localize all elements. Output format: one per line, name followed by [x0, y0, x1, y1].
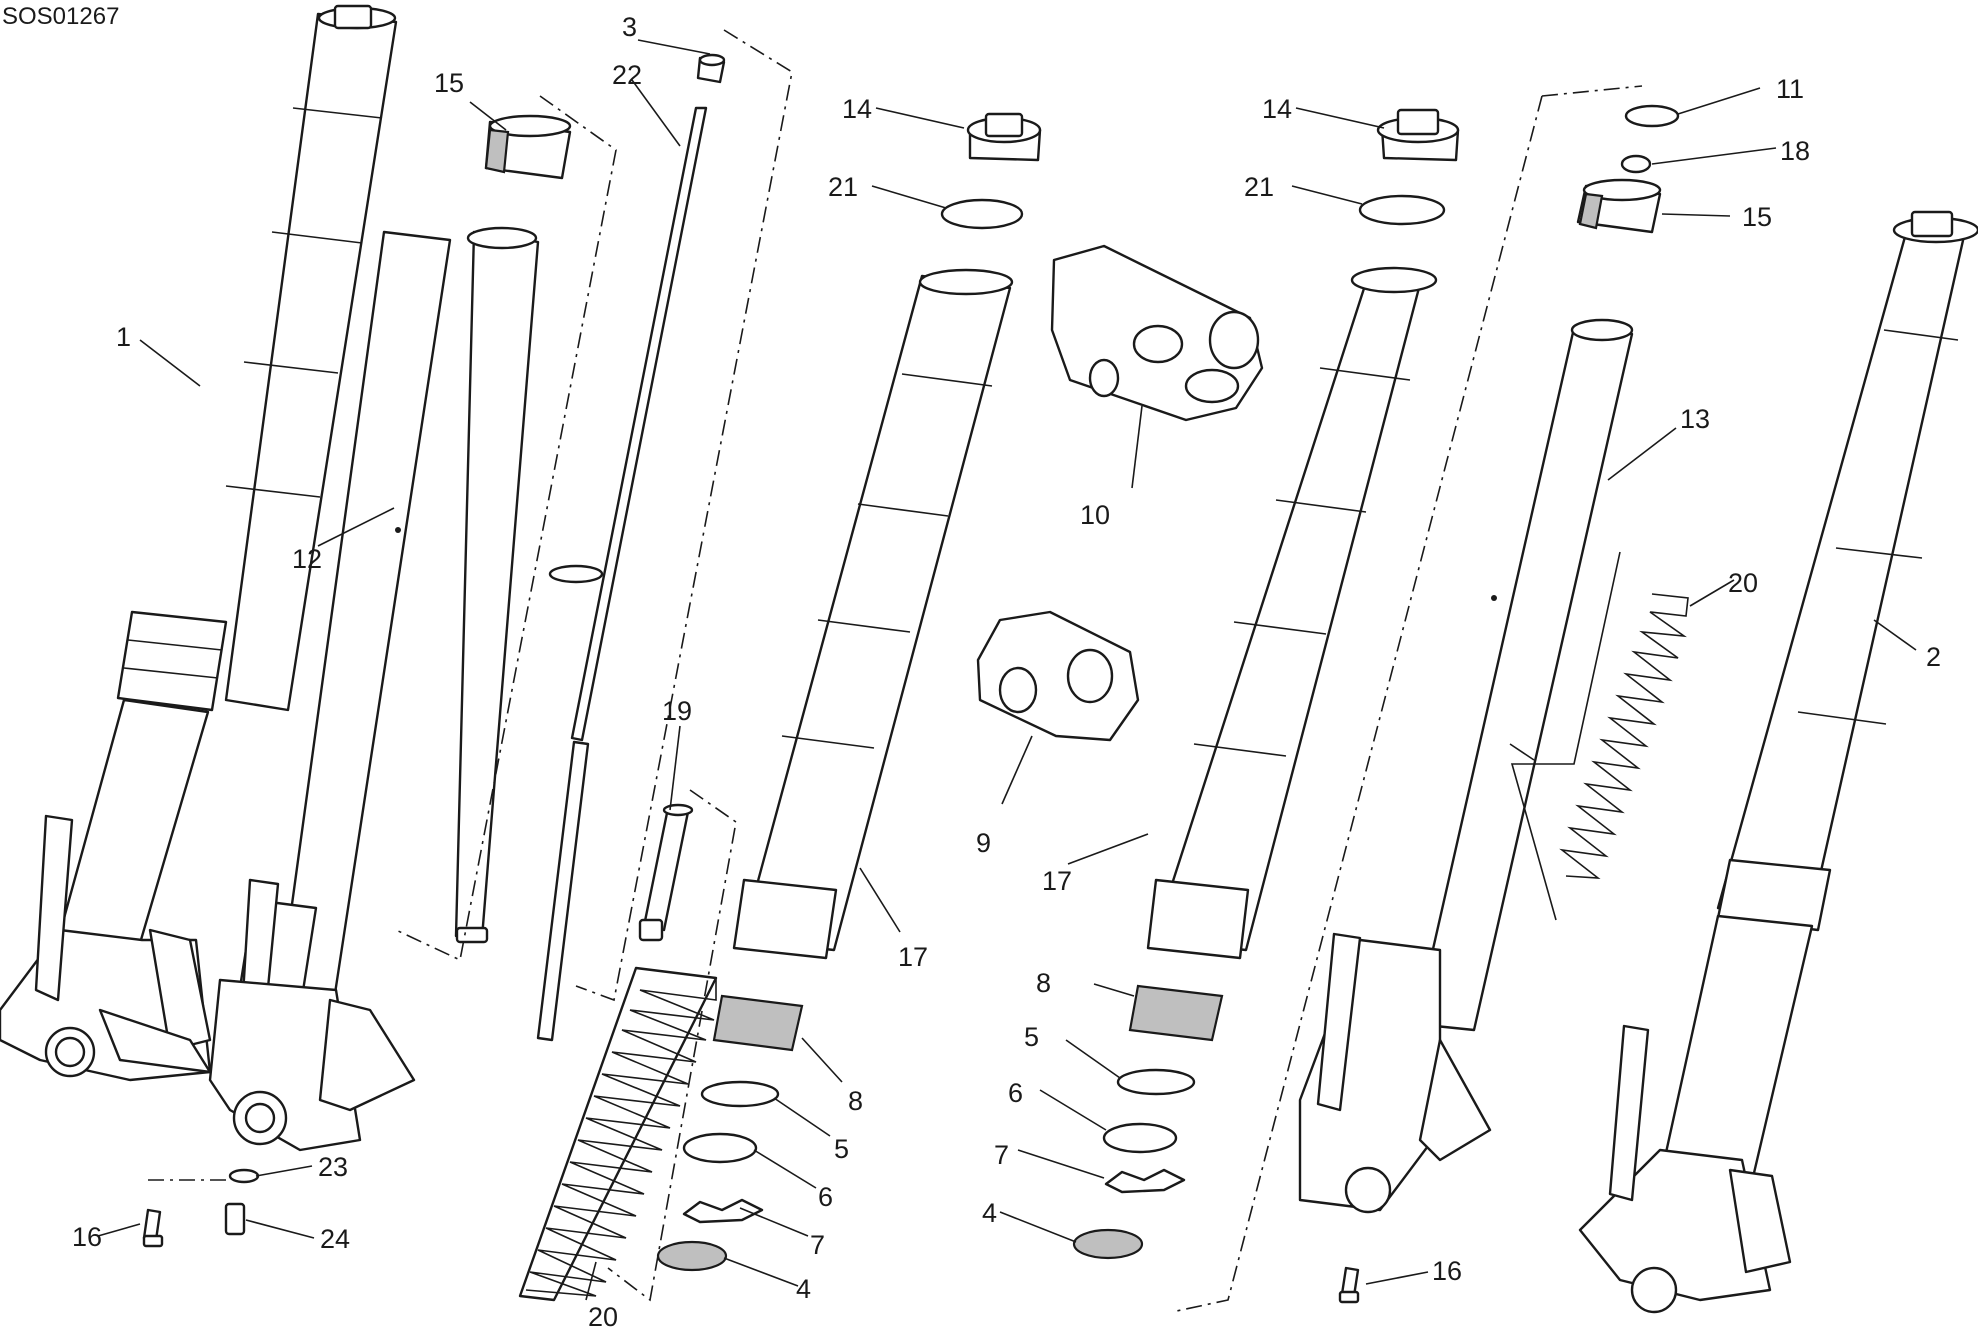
group-bracket-20 [1509, 551, 1621, 921]
callout-8a: 8 [848, 1086, 863, 1116]
callout-5b: 5 [1024, 1022, 1039, 1052]
screw-16-left [142, 1208, 164, 1248]
bushing-15-right [1576, 178, 1662, 234]
callout-1: 1 [116, 322, 131, 352]
outer-tube-17-left [732, 268, 1014, 960]
washer-18 [1620, 154, 1652, 174]
callout-14b: 14 [1262, 94, 1292, 124]
washer-11 [1624, 104, 1680, 128]
callout-17a: 17 [898, 942, 928, 972]
o-ring-21-right [1358, 194, 1446, 226]
callout-15a: 15 [434, 68, 464, 98]
spring-20-right [1559, 593, 1689, 879]
callout-16a: 16 [72, 1222, 102, 1252]
callout-23: 23 [318, 1152, 348, 1182]
callout-14a: 14 [842, 94, 872, 124]
callout-21b: 21 [1244, 172, 1274, 202]
damper-rod [536, 53, 726, 1042]
callout-17b: 17 [1042, 866, 1072, 896]
callout-3: 3 [622, 12, 637, 42]
callout-2: 2 [1926, 642, 1941, 672]
bushing-15-left [484, 114, 572, 180]
callout-24: 24 [320, 1224, 350, 1254]
cartridge-13 [1414, 318, 1634, 1032]
group-line-right [1171, 85, 1643, 1313]
callout-10: 10 [1080, 500, 1110, 530]
group-line-rod [575, 29, 793, 1002]
cartridge-tube [454, 226, 540, 944]
spring-20-left [518, 966, 718, 1302]
callout-4a: 4 [796, 1274, 811, 1304]
callout-5a: 5 [834, 1134, 849, 1164]
cap-14-right [1376, 108, 1460, 162]
screw-16-right [1338, 1266, 1360, 1304]
group-line-bushing [607, 789, 737, 1302]
seal-stack-left [656, 994, 804, 1272]
callout-22: 22 [612, 60, 642, 90]
callout-21a: 21 [828, 172, 858, 202]
callout-19: 19 [662, 696, 692, 726]
callout-20a: 20 [588, 1302, 618, 1332]
callout-13: 13 [1680, 404, 1710, 434]
seal-stack-right [1072, 984, 1224, 1260]
outer-tube-17-right [1146, 266, 1438, 960]
leader-lines [97, 39, 1917, 1301]
callout-20b: 20 [1728, 568, 1758, 598]
callout-12: 12 [292, 544, 322, 574]
screw-24 [224, 1202, 246, 1236]
washer-23 [228, 1168, 260, 1184]
callouts: 1 2 3 4 4 5 5 6 6 7 7 8 8 9 10 11 12 13 … [72, 12, 1941, 1332]
callout-8b: 8 [1036, 968, 1051, 998]
callout-6a: 6 [818, 1182, 833, 1212]
fork-leg-right-2 [1578, 210, 1978, 1314]
fork-base-right [1298, 932, 1492, 1214]
fork-leg-inner-12 [208, 230, 452, 1152]
fork-leg-left-1 [0, 4, 398, 1082]
callout-15b: 15 [1742, 202, 1772, 232]
drawing-code: SOS01267 [2, 3, 119, 30]
callout-16b: 16 [1432, 1256, 1462, 1286]
group-line-left [395, 95, 617, 962]
callout-4b: 4 [982, 1198, 997, 1228]
callout-7a: 7 [810, 1230, 825, 1260]
callout-7b: 7 [994, 1140, 1009, 1170]
o-ring-21-left [940, 198, 1024, 230]
callout-6b: 6 [1008, 1078, 1023, 1108]
callout-18: 18 [1780, 136, 1810, 166]
callout-9: 9 [976, 828, 991, 858]
kit-10 [1050, 244, 1264, 422]
kit-9 [976, 610, 1140, 742]
cap-14-left [966, 112, 1042, 162]
callout-11: 11 [1776, 74, 1804, 104]
